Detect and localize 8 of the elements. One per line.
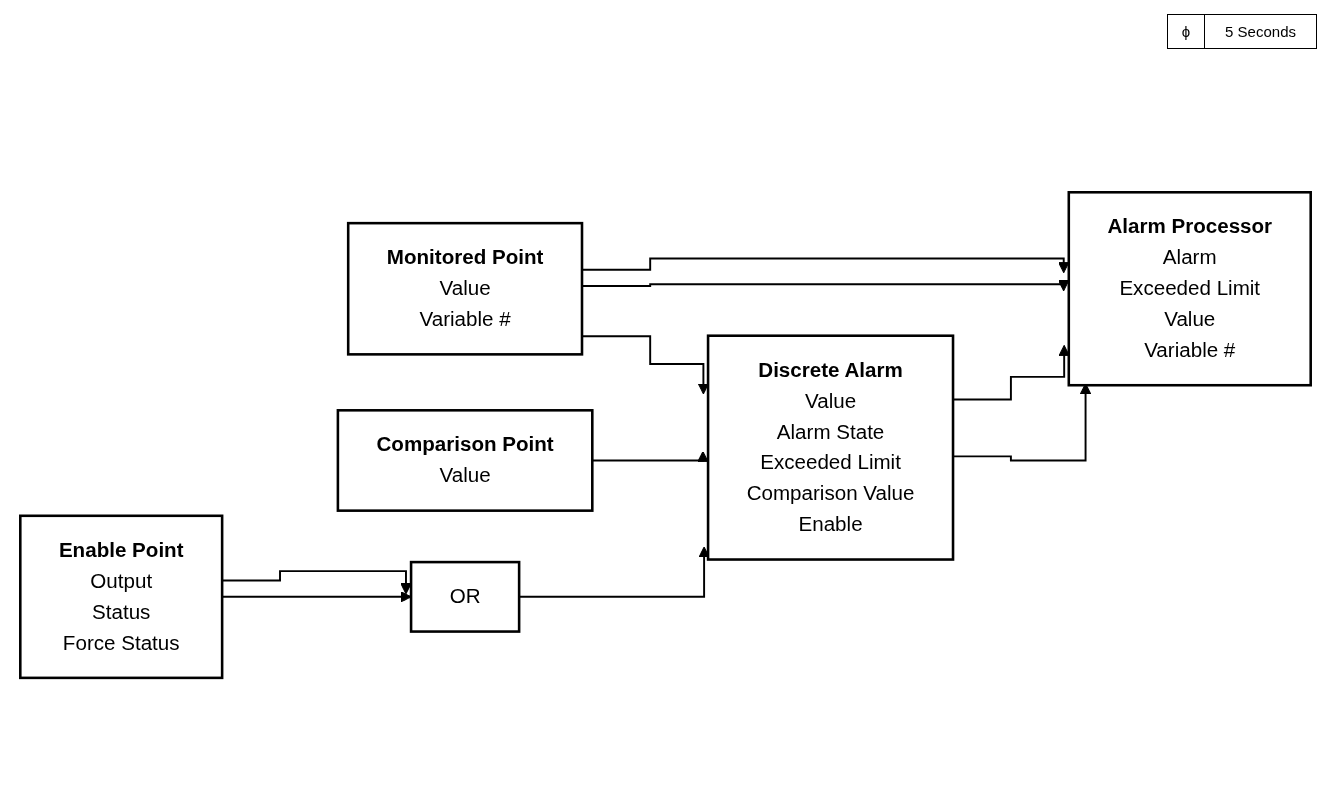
- node-box: Alarm Processor Alarm Exceeded Limit Value Variable #: [1067, 190, 1312, 387]
- table-cell-text: ϕ: [1180, 22, 1192, 42]
- table-cell-text: 5 Seconds: [1204, 15, 1316, 48]
- node-box: Discrete Alarm Value Alarm State Exceeded Limit Comparison Value Enable: [706, 334, 955, 561]
- node-box: Enable Point Output Status Force Status: [19, 514, 224, 680]
- node-box: Monitored Point Value Variable #: [346, 221, 584, 356]
- node-box: OR: [409, 560, 521, 633]
- node-box: Comparison Point Value: [336, 408, 594, 512]
